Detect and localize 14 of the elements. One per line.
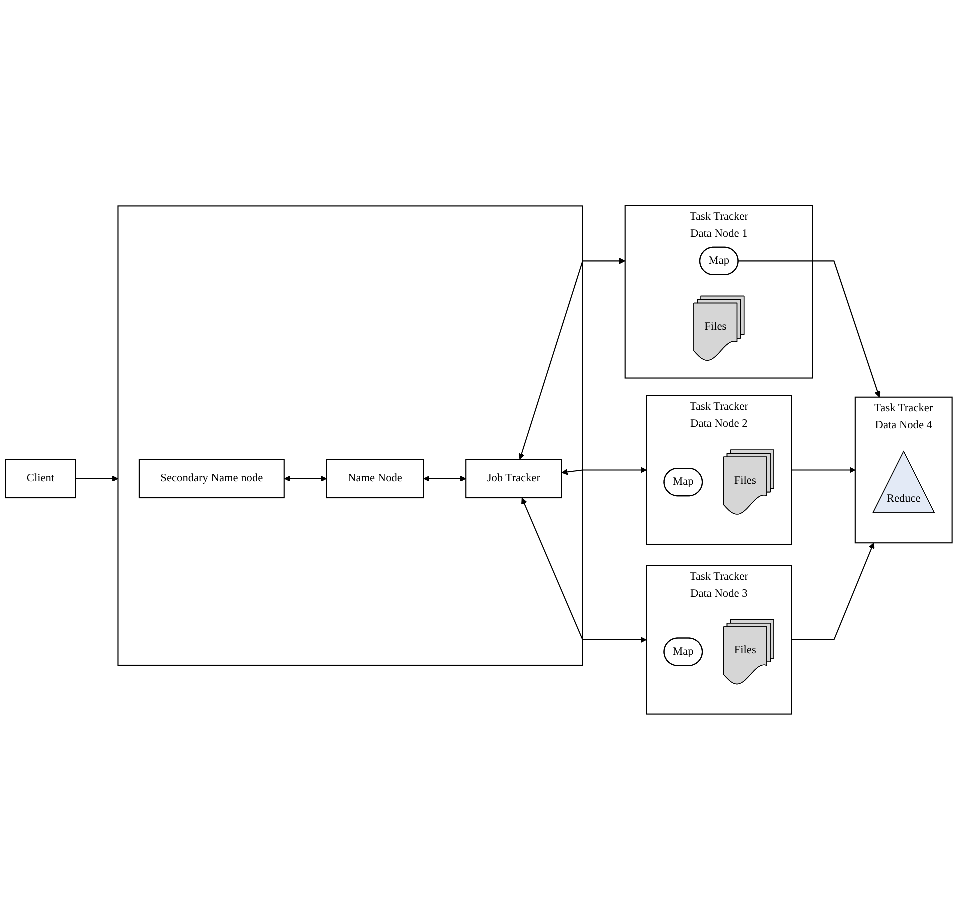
node-box: Job Tracker xyxy=(466,459,562,499)
node-box: Secondary Name node xyxy=(138,459,285,499)
node-box: Client xyxy=(5,459,76,499)
arrow xyxy=(518,258,626,460)
cluster xyxy=(118,206,584,666)
arrow xyxy=(522,498,647,644)
arrow xyxy=(424,476,466,482)
arrow xyxy=(284,476,328,482)
arrow xyxy=(562,467,647,476)
arrow xyxy=(792,467,856,474)
arrow xyxy=(76,476,119,482)
node-box: Name Node xyxy=(326,459,424,499)
arrow xyxy=(738,260,881,398)
arrow xyxy=(792,542,875,641)
